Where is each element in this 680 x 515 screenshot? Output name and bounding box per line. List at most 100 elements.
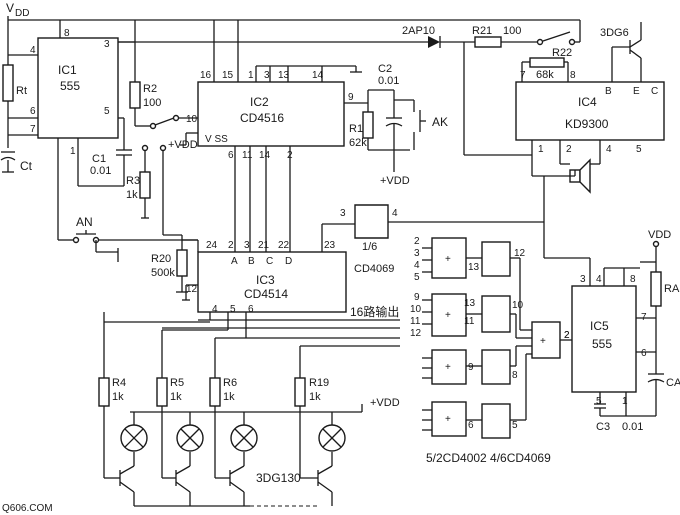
ic5-555: IC5 555 3 4 8 7 6 2 5 1 xyxy=(564,274,647,407)
svg-text:1k: 1k xyxy=(223,391,235,403)
svg-text:4: 4 xyxy=(212,304,218,315)
svg-text:12: 12 xyxy=(410,328,422,339)
svg-text:2: 2 xyxy=(564,330,570,341)
svg-text:0.01: 0.01 xyxy=(378,75,399,87)
svg-text:5: 5 xyxy=(414,272,420,283)
capacitor-c1: C1 0.01 xyxy=(90,149,132,186)
svg-text:7: 7 xyxy=(520,70,526,81)
svg-text:A: A xyxy=(231,256,238,267)
svg-text:4: 4 xyxy=(596,274,602,285)
resistor-rt: Rt xyxy=(2,64,27,102)
gate-row-3: + 9 8 xyxy=(431,349,518,385)
svg-text:100: 100 xyxy=(143,97,161,109)
switch-r2-ic2 xyxy=(149,114,198,130)
svg-text:R1: R1 xyxy=(349,123,363,135)
svg-text:+: + xyxy=(445,310,451,321)
resistor-r3: R3 1k xyxy=(126,171,151,201)
svg-text:10: 10 xyxy=(512,300,524,311)
capacitor-c2: C2 0.01 +VDD xyxy=(378,63,410,187)
svg-text:62k: 62k xyxy=(349,137,367,149)
svg-text:3DG6: 3DG6 xyxy=(600,27,629,39)
svg-text:10: 10 xyxy=(410,304,422,315)
svg-text:0.01: 0.01 xyxy=(90,165,111,177)
svg-text:12: 12 xyxy=(186,284,198,295)
svg-text:AK: AK xyxy=(432,115,448,129)
svg-text:1/6: 1/6 xyxy=(362,241,377,253)
transistor-3dg6: 3DG6 xyxy=(600,22,642,82)
svg-text:3: 3 xyxy=(264,70,270,81)
svg-text:2: 2 xyxy=(566,144,572,155)
svg-text:5: 5 xyxy=(636,144,642,155)
ic2-cd4516: IC2 CD4516 V SS 16 15 1 3 13 14 10 9 6 1… xyxy=(186,70,354,161)
svg-text:IC1: IC1 xyxy=(58,63,77,77)
svg-text:23: 23 xyxy=(324,240,336,251)
svg-text:CD4069: CD4069 xyxy=(354,263,394,275)
svg-text:5: 5 xyxy=(512,420,518,431)
svg-text:5: 5 xyxy=(596,396,602,407)
svg-text:24: 24 xyxy=(206,240,218,251)
svg-text:6: 6 xyxy=(641,348,647,359)
svg-text:E: E xyxy=(633,86,640,97)
switch-ak: AK xyxy=(394,99,448,150)
svg-text:IC4: IC4 xyxy=(578,95,597,109)
svg-text:3: 3 xyxy=(104,39,110,50)
svg-text:3: 3 xyxy=(580,274,586,285)
svg-text:2: 2 xyxy=(414,236,420,247)
svg-text:14: 14 xyxy=(259,150,271,161)
svg-text:3: 3 xyxy=(340,208,346,219)
svg-text:+VDD: +VDD xyxy=(370,397,400,409)
svg-text:9: 9 xyxy=(468,362,474,373)
svg-text:7: 7 xyxy=(30,124,36,135)
svg-text:9: 9 xyxy=(348,92,354,103)
inverter-cd4069: 3 4 1/6 CD4069 xyxy=(340,204,398,275)
ic1-555: IC1 555 4 8 3 6 7 5 1 xyxy=(30,28,119,157)
svg-text:R6: R6 xyxy=(223,377,237,389)
svg-text:R5: R5 xyxy=(170,377,184,389)
ic3-cd4514: IC3 CD4514 24 2 3 21 22 23 12 A B C D 4 … xyxy=(186,240,347,315)
svg-text:6: 6 xyxy=(468,420,474,431)
resistor-r22: R22 68k xyxy=(521,47,572,82)
svg-text:R21: R21 xyxy=(472,25,492,37)
svg-text:3: 3 xyxy=(414,248,420,259)
svg-text:4: 4 xyxy=(414,260,420,271)
svg-text:4: 4 xyxy=(392,208,398,219)
svg-text:8: 8 xyxy=(630,274,636,285)
svg-text:2: 2 xyxy=(228,240,234,251)
svg-text:1k: 1k xyxy=(170,391,182,403)
svg-text:4: 4 xyxy=(606,144,612,155)
svg-text:CD4514: CD4514 xyxy=(244,287,288,301)
gate-row-2: 9 10 11 12 + 13 11 10 xyxy=(410,292,524,339)
svg-text:C3: C3 xyxy=(596,421,610,433)
final-gate: + 2 xyxy=(510,257,572,421)
svg-text:CA: CA xyxy=(666,377,680,389)
svg-text:KD9300: KD9300 xyxy=(565,117,609,131)
svg-text:14: 14 xyxy=(312,70,324,81)
svg-text:AN: AN xyxy=(76,215,93,229)
svg-text:68k: 68k xyxy=(536,69,554,81)
svg-text:555: 555 xyxy=(60,79,80,93)
svg-text:13: 13 xyxy=(464,298,476,309)
svg-text:555: 555 xyxy=(592,337,612,351)
ic4-kd9300: IC4 KD9300 7 8 B E C 1 2 4 5 xyxy=(515,70,665,155)
svg-text:1k: 1k xyxy=(126,189,138,201)
svg-text:+: + xyxy=(445,254,451,265)
svg-text:13: 13 xyxy=(278,70,290,81)
svg-text:3: 3 xyxy=(244,240,250,251)
svg-text:1k: 1k xyxy=(112,391,124,403)
svg-text:IC3: IC3 xyxy=(256,273,275,287)
svg-text:CD4516: CD4516 xyxy=(240,111,284,125)
svg-text:13: 13 xyxy=(468,262,480,273)
driver-r4: R4 1k xyxy=(98,322,148,506)
svg-text:21: 21 xyxy=(258,240,270,251)
svg-text:1: 1 xyxy=(248,70,254,81)
gate-row-4: + 6 5 xyxy=(431,401,518,439)
svg-text:IC2: IC2 xyxy=(250,95,269,109)
output-bus: 16路输出 xyxy=(103,304,400,347)
svg-text:+: + xyxy=(445,362,451,373)
gate-inputs xyxy=(422,247,482,431)
svg-text:22: 22 xyxy=(278,240,290,251)
svg-text:10: 10 xyxy=(186,114,198,125)
svg-text:11: 11 xyxy=(242,150,253,161)
svg-text:V SS: V SS xyxy=(205,134,228,145)
